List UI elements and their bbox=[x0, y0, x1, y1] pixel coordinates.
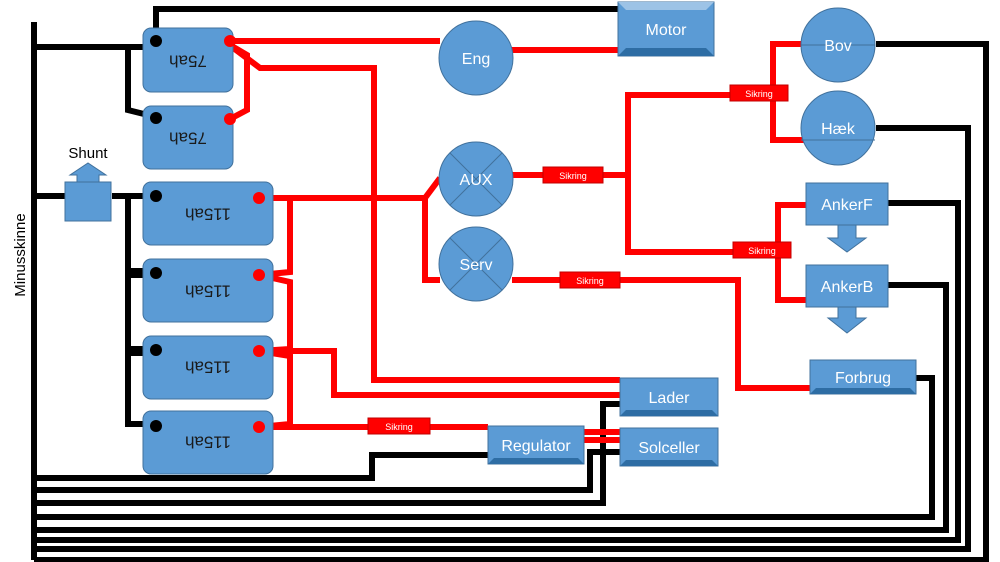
battery-115ah-4-pos-terminal bbox=[253, 421, 265, 433]
fuse-anchor-label: Sikring bbox=[748, 246, 776, 256]
wire-aux-to-anchor-fuse bbox=[625, 175, 733, 255]
wire-bov-negative bbox=[34, 41, 989, 562]
battery-75ah-1-neg-terminal bbox=[150, 35, 162, 47]
eng: Eng bbox=[438, 20, 514, 96]
wire-fuse-to-haek bbox=[770, 95, 806, 143]
regulator-label: Regulator bbox=[501, 438, 571, 455]
battery-75ah-1-label: 75ah bbox=[169, 52, 207, 71]
battery-115ah-4-neg-terminal bbox=[150, 420, 162, 432]
fuse-aux-label: Sikring bbox=[559, 171, 587, 181]
ankerf-label: AnkerF bbox=[821, 197, 873, 214]
battery-115ah-1-pos-terminal bbox=[253, 192, 265, 204]
wire-115ah-link-1 bbox=[125, 193, 156, 274]
motor: Motor bbox=[617, 1, 715, 57]
fuse-regulator-label: Sikring bbox=[385, 422, 413, 432]
battery-115ah-3-neg-terminal bbox=[150, 344, 162, 356]
wire-115ah-to-aux bbox=[259, 176, 443, 201]
shunt-body bbox=[64, 181, 112, 222]
shunt: Shunt bbox=[64, 145, 112, 222]
wire-solceller-negative bbox=[34, 449, 620, 493]
shunt-label: Shunt bbox=[68, 145, 108, 162]
ankerb: AnkerB bbox=[805, 264, 889, 334]
wire-ankerb-negative bbox=[34, 282, 949, 533]
battery-75ah-2-label: 75ah bbox=[169, 129, 207, 148]
battery-115ah-3: 115ah bbox=[142, 335, 274, 400]
wire-forbrug-negative bbox=[34, 375, 935, 520]
battery-75ah-1: 75ah bbox=[142, 27, 236, 93]
wire-aux-to-bow-fuse bbox=[625, 92, 733, 175]
eng-label: Eng bbox=[462, 51, 490, 68]
battery-115ah-4-label: 115ah bbox=[185, 433, 231, 452]
battery-115ah-1: 115ah bbox=[142, 181, 274, 246]
battery-115ah-2: 115ah bbox=[142, 258, 274, 323]
wire-115ah-to-serv bbox=[422, 198, 440, 283]
haek: Hæk bbox=[800, 90, 876, 166]
battery-115ah-2-label: 115ah bbox=[185, 282, 231, 301]
battery-115ah-4: 115ah bbox=[142, 410, 274, 475]
bus-label: Minusskinne bbox=[12, 213, 29, 296]
aux-label: AUX bbox=[460, 172, 493, 189]
wire-haek-negative bbox=[34, 125, 971, 552]
ankerf: AnkerF bbox=[805, 182, 889, 253]
battery-115ah-2-neg-terminal bbox=[150, 267, 162, 279]
negative-wiring bbox=[31, 6, 989, 562]
wire-serv-to-forbrug bbox=[512, 277, 810, 391]
loads-circular: Eng AUX Serv Bov Hæk bbox=[438, 7, 876, 302]
batteries: 75ah 75ah 115ah 115ah 115ah bbox=[142, 27, 274, 475]
serv-label: Serv bbox=[460, 257, 493, 274]
battery-75ah-1-pos-terminal bbox=[224, 35, 236, 47]
battery-75ah-2: 75ah bbox=[142, 105, 236, 170]
fuse-regulator: Sikring bbox=[367, 417, 431, 435]
fuse-bow: Sikring bbox=[729, 84, 789, 102]
positive-wiring bbox=[228, 38, 810, 443]
haek-label: Hæk bbox=[821, 121, 856, 138]
wire-ankerf-negative bbox=[34, 200, 961, 543]
bov: Bov bbox=[800, 7, 876, 83]
solceller: Solceller bbox=[619, 427, 719, 467]
forbrug-label: Forbrug bbox=[835, 370, 891, 387]
fuse-anchor: Sikring bbox=[732, 241, 792, 259]
fuse-bow-label: Sikring bbox=[745, 89, 773, 99]
aux: AUX bbox=[438, 141, 514, 217]
solceller-label: Solceller bbox=[638, 440, 700, 457]
ankerb-arrow bbox=[826, 306, 868, 334]
fuse-aux: Sikring bbox=[542, 166, 604, 184]
battery-75ah-2-neg-terminal bbox=[150, 112, 162, 124]
lader-label: Lader bbox=[649, 390, 691, 407]
wire-115ah-link-2 bbox=[125, 272, 156, 352]
ankerb-label: AnkerB bbox=[821, 279, 873, 296]
wire-115ah-to-lader bbox=[259, 348, 620, 398]
battery-115ah-1-neg-terminal bbox=[150, 190, 162, 202]
ankerf-arrow bbox=[826, 224, 868, 253]
forbrug: Forbrug bbox=[809, 359, 917, 395]
wire-fuse-to-ankerb bbox=[775, 252, 806, 303]
regulator: Regulator bbox=[487, 425, 585, 465]
battery-115ah-3-pos-terminal bbox=[253, 345, 265, 357]
serv: Serv bbox=[438, 226, 514, 302]
fuses: Sikring Sikring Sikring Sikring Sikring bbox=[367, 84, 792, 435]
motor-label: Motor bbox=[646, 22, 688, 39]
wire-regulator-negative bbox=[34, 452, 488, 481]
battery-115ah-2-pos-terminal bbox=[253, 269, 265, 281]
battery-115ah-3-label: 115ah bbox=[185, 358, 231, 377]
wire-75ah-link bbox=[125, 44, 157, 120]
fuse-serv: Sikring bbox=[559, 271, 621, 289]
wire-115ah-positive-link bbox=[258, 195, 293, 430]
wire-115ah-link-3 bbox=[125, 350, 156, 427]
lader: Lader bbox=[619, 377, 719, 417]
battery-75ah-2-pos-terminal bbox=[224, 113, 236, 125]
wire-75ah-to-lader bbox=[230, 44, 620, 383]
bov-label: Bov bbox=[824, 38, 852, 55]
battery-115ah-1-label: 115ah bbox=[185, 205, 231, 224]
fuse-serv-label: Sikring bbox=[576, 276, 604, 286]
loads-rect: Motor AnkerF AnkerB Forbrug Lader Regula… bbox=[487, 1, 917, 467]
shunt-arrow bbox=[68, 162, 108, 183]
